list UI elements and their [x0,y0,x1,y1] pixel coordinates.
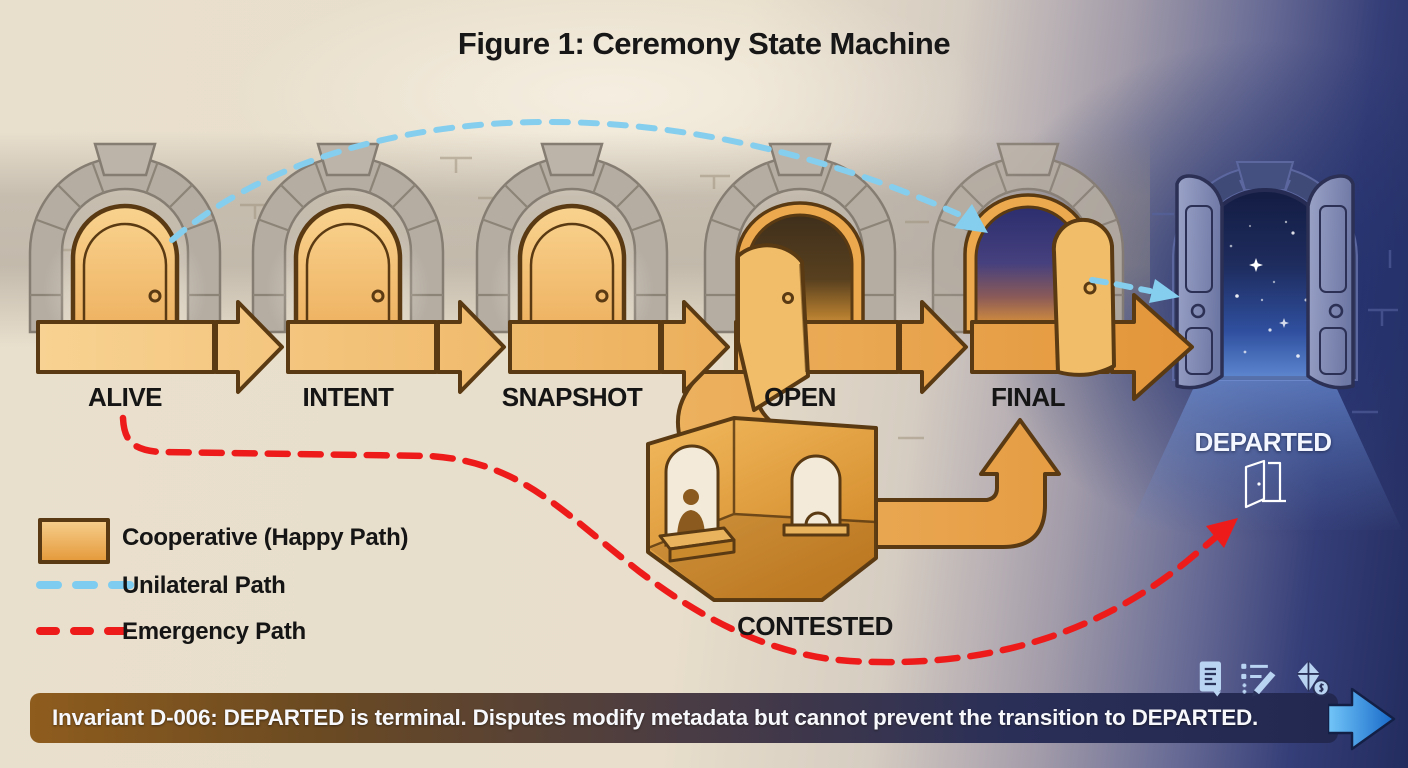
legend-cooperative-swatch [38,518,110,564]
checklist-pencil-icon [1241,663,1276,697]
banner-forward-arrow-icon [1328,687,1396,751]
arrow-alive-intent [214,300,284,394]
happy-path-band [36,293,1194,401]
state-label-open: OPEN [764,382,836,412]
arrow-intent-snapshot [436,300,506,394]
clerk-window [658,444,736,563]
door-departed-opening [1128,188,1402,530]
emergency-path [119,414,1238,666]
arrow-final-departed [1110,293,1194,401]
state-label-snapshot: SNAPSHOT [501,382,643,412]
unilateral-arrowhead-final [954,204,988,233]
door-knob [1190,303,1206,319]
emergency-arrowhead [1206,518,1238,548]
arrow-snapshot-open [660,300,730,394]
invariant-banner-text: Invariant D-006: DEPARTED is terminal. D… [52,705,1259,730]
figure-title: Figure 1: Ceremony State Machine [457,26,951,61]
departed-door-icon [1244,459,1286,509]
legend-emergency-label: Emergency Path [122,618,306,645]
gem-fee-icon [1297,661,1330,697]
unilateral-arrowhead-departed [1149,279,1180,303]
contested-to-final-arrow [858,418,1061,549]
stars [1229,220,1312,358]
door-knob [782,292,794,304]
metadata-icon-row [1196,660,1330,698]
open-door-leaf [736,243,810,412]
legend-cooperative-label: Cooperative (Happy Path) [122,524,409,551]
contested-room [646,416,878,602]
departed-floor-light [1128,376,1402,530]
unilateral-path [169,119,1180,303]
door-knob [1083,281,1097,295]
departed-left-leaf [1175,174,1224,390]
bell-window [782,454,850,537]
final-door-leaf [1051,217,1116,377]
state-label-contested: CONTESTED [737,611,893,641]
brick-marks-dark [1152,212,1398,414]
legend-emergency-swatch [36,627,128,635]
arrow-open-final [898,300,968,394]
departed-right-leaf [1306,174,1355,390]
state-label-departed: DEPARTED [1194,427,1332,457]
legend-unilateral-swatch [36,581,134,589]
invariant-banner: Invariant D-006: DEPARTED is terminal. D… [30,693,1338,743]
state-label-alive: ALIVE [87,382,163,412]
state-label-final: FINAL [990,382,1066,412]
state-label-intent: INTENT [302,382,394,412]
document-icon [1199,661,1221,697]
door-knob [1328,303,1344,319]
legend-unilateral-label: Unilateral Path [122,572,286,599]
